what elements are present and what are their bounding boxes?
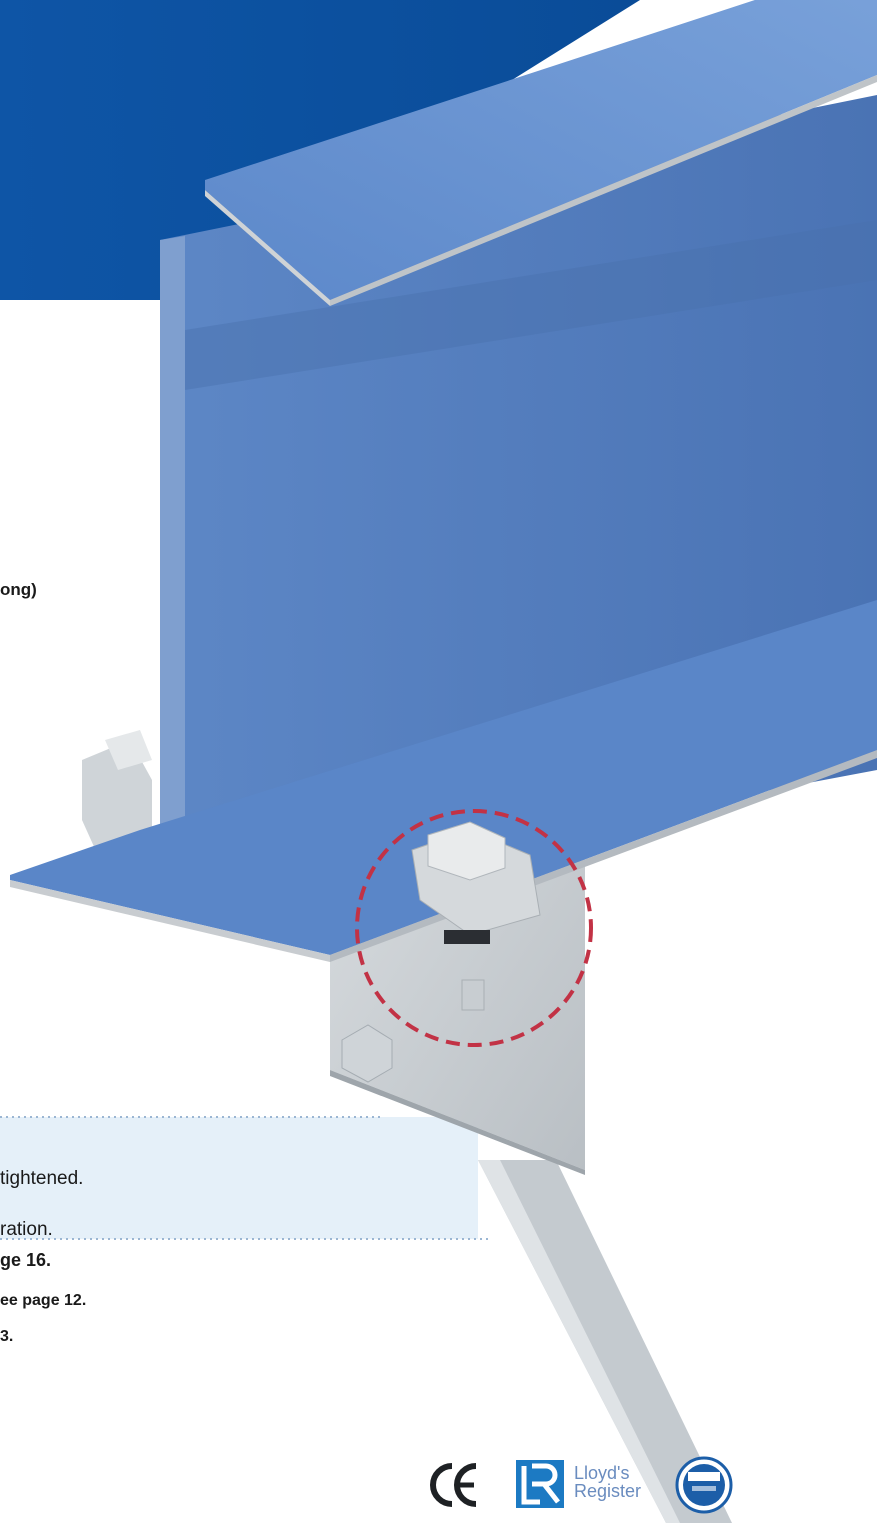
detail-highlight-circle	[355, 809, 593, 1047]
lloyds-register-logo-icon	[516, 1460, 564, 1508]
beam-bottom-flange	[10, 600, 877, 955]
register-name: Register	[574, 1481, 642, 1501]
note-line-3: ge 16.	[0, 1250, 52, 1270]
beam-top-flange	[205, 0, 877, 300]
reference-line-2: 3.	[0, 1328, 14, 1345]
lloyds-name: Lloyd's	[574, 1463, 630, 1483]
note-panel	[0, 1117, 478, 1239]
tuv-nord-seal-icon	[675, 1456, 733, 1514]
hex-bolt-head	[341, 1024, 393, 1083]
note-line-2: ration.	[0, 1219, 53, 1240]
ce-mark-icon	[430, 1463, 477, 1507]
spec-fragment: ong)	[0, 580, 37, 599]
back-clamp	[82, 740, 152, 860]
certification-logos: Lloyd's Register	[420, 1456, 740, 1514]
reference-line-1: ee page 12.	[0, 1292, 87, 1309]
note-line-1: tightened.	[0, 1168, 84, 1189]
